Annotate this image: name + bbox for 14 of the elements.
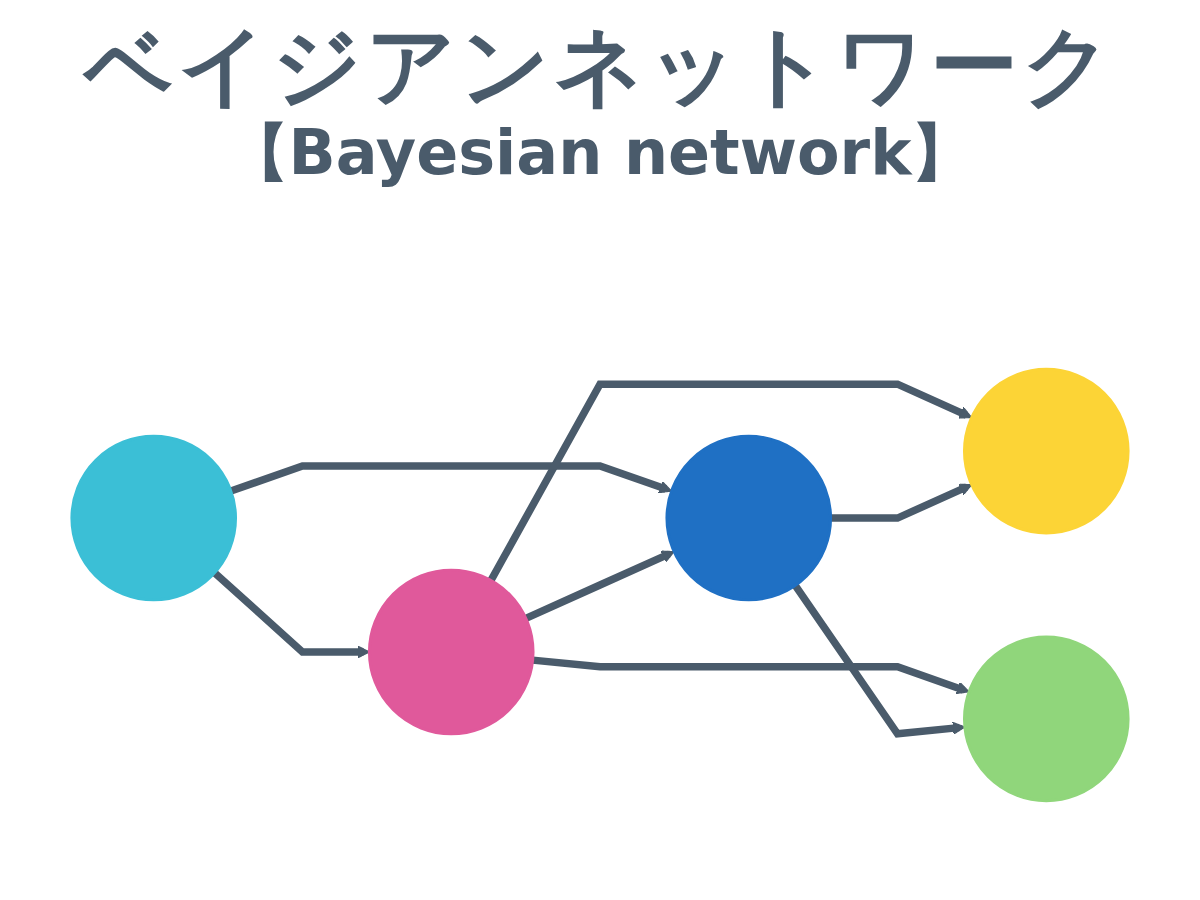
node-circle bbox=[367, 568, 535, 736]
arrow bbox=[792, 583, 966, 738]
node-circle bbox=[962, 367, 1130, 535]
node-circle bbox=[962, 635, 1130, 803]
subtitle: 【Bayesian network】 bbox=[226, 118, 974, 187]
arrow bbox=[830, 483, 973, 522]
arrow bbox=[532, 656, 970, 695]
title: ベイジアンネットワーク bbox=[84, 18, 1116, 115]
arrow bbox=[212, 570, 370, 659]
arrow bbox=[524, 550, 675, 622]
node-circle bbox=[665, 434, 833, 602]
arrow bbox=[229, 462, 673, 495]
node-circle bbox=[70, 434, 238, 602]
arrow bbox=[487, 380, 973, 583]
